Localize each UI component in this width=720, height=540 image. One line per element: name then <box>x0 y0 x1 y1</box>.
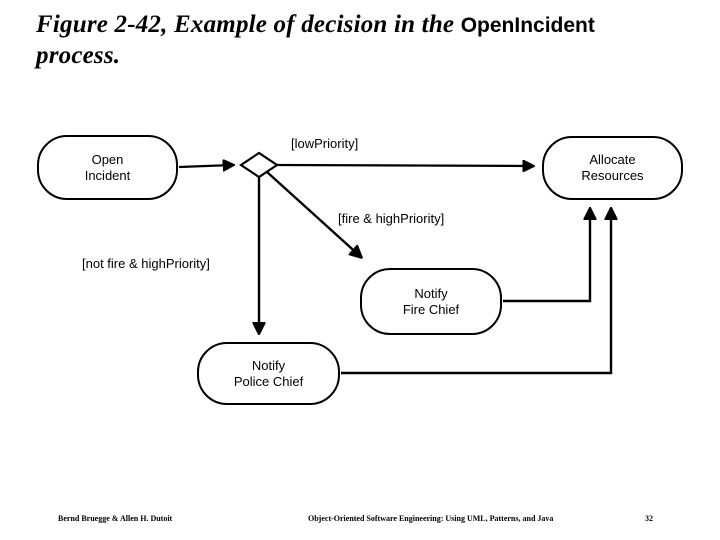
footer-book-title: Object-Oriented Software Engineering: Us… <box>308 514 554 523</box>
node-label-line: Open <box>91 151 124 167</box>
arrow-decision-to-allocate <box>276 165 533 166</box>
title-line-1: Figure 2-42, Example of decision in the … <box>36 10 702 41</box>
decision-diamond <box>239 151 279 179</box>
node-open-incident: Open Incident <box>37 135 178 200</box>
node-label-line: Incident <box>84 167 131 183</box>
arrow-police-chief-to-allocate <box>341 209 611 375</box>
node-label-line: Notify <box>251 357 286 373</box>
slide-title: Figure 2-42, Example of decision in the … <box>36 10 702 71</box>
node-allocate-resources: Allocate Resources <box>542 136 683 200</box>
title-line-2: process. <box>36 41 702 71</box>
arrow-decision-to-fire-chief <box>266 171 361 257</box>
guard-fire-high-priority: [fire & highPriority] <box>338 211 445 226</box>
footer-authors: Bernd Bruegge & Allen H. Dutoit <box>58 514 173 523</box>
node-label-line: Allocate <box>589 152 636 167</box>
title-suffix: process. <box>36 42 121 69</box>
arrow-fire-chief-to-allocate <box>503 209 590 303</box>
guard-low-priority: [lowPriority] <box>291 136 359 151</box>
guard-not-fire-high-priority: [not fire & highPriority] <box>82 256 210 271</box>
node-label-line: Fire Chief <box>402 301 460 317</box>
node-label-line: Police Chief <box>233 373 304 389</box>
title-prefix: Figure 2-42, Example of decision in the <box>36 11 461 38</box>
node-label-line: Notify <box>414 285 448 301</box>
node-notify-fire-chief: Notify Fire Chief <box>360 268 502 335</box>
node-notify-police-chief: Notify Police Chief <box>197 342 340 405</box>
node-label-line: Resources <box>581 168 644 183</box>
title-class-name: OpenIncident <box>460 14 595 37</box>
footer-page-number: 32 <box>645 514 653 523</box>
arrow-open-to-decision <box>178 165 233 167</box>
